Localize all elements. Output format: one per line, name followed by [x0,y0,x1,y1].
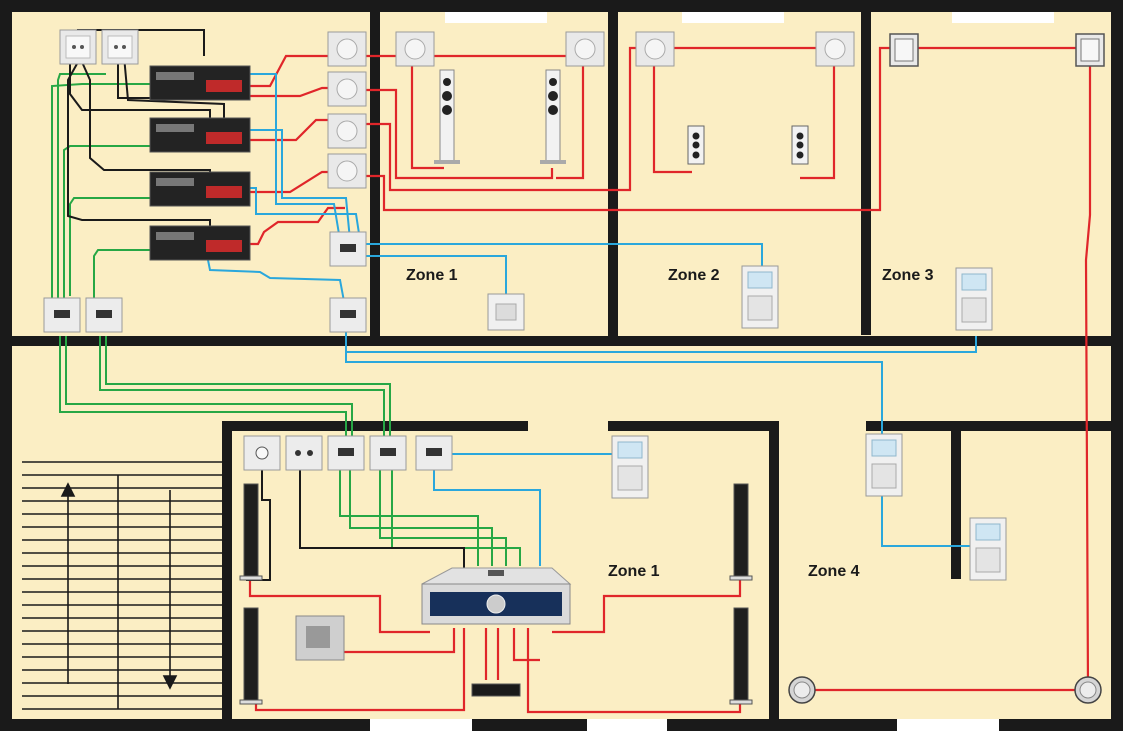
audio-amplifier-icon [149,171,251,207]
floor-speaker-icon [434,69,460,164]
floor-speaker-icon [729,483,753,581]
floor-speaker-icon [239,483,263,581]
wall [222,421,528,431]
audio-amplifier-icon [149,225,251,261]
wall [861,12,871,335]
window [445,12,547,23]
network-jack-icon [327,435,365,471]
speaker-cables [236,46,1092,714]
wall [608,421,779,431]
flush-speaker-icon [889,33,919,67]
network-jack-icon [85,297,123,333]
window [897,719,999,731]
wall [370,12,380,346]
windows [370,12,1054,731]
ceiling-speaker-icon [327,113,367,149]
soundbar-speaker-icon [471,683,521,697]
window [952,12,1054,23]
zone-label-zone-3: Zone 3 [882,267,934,284]
audio-amplifier-icon [149,117,251,153]
network-jack-icon [369,435,407,471]
staircase-icon [22,461,222,710]
zone-label-zone-2: Zone 2 [668,267,720,284]
control-keypad-icon [969,517,1007,581]
subwoofer-icon [295,615,345,661]
ceiling-speaker-icon [635,31,675,67]
network-jack-icon [329,231,367,267]
zone-label-zone-4: Zone 4 [808,563,860,580]
network-jack-icon [415,435,453,471]
network-jack-icon [329,297,367,333]
ceiling-speaker-icon [815,31,855,67]
power-outlet-icon [243,435,281,471]
network-jack-icon [285,435,323,471]
flush-speaker-icon [1075,33,1105,67]
ceiling-speaker-icon [327,31,367,67]
wall [769,421,779,719]
ceiling-speaker-icon [327,153,367,189]
floor-speaker-icon [540,69,566,164]
interior-walls [12,12,1111,719]
power-outlet-icon [101,29,139,65]
control-keypad-icon [741,265,779,329]
control-keypad-icon [611,435,649,499]
zone-label-lower-zone-1: Zone 1 [608,563,660,580]
zone-label-upper-zone-1: Zone 1 [406,267,458,284]
window [682,12,784,23]
wall [12,336,1111,346]
ceiling-speaker-icon [327,71,367,107]
power-outlet-icon [59,29,97,65]
window [587,719,667,731]
round-ceiling-speaker-icon [1074,676,1102,704]
floor-speaker-icon [239,607,263,705]
ceiling-speaker-icon [565,31,605,67]
floor-speaker-icon [729,607,753,705]
round-ceiling-speaker-icon [788,676,816,704]
wall [608,12,618,346]
audio-amplifier-icon [149,65,251,101]
control-keypad-icon [487,293,525,331]
bookshelf-speaker-icon [687,125,705,165]
av-receiver-icon [421,567,572,625]
network-jack-icon [43,297,81,333]
wall [951,421,961,579]
wall [866,421,1111,431]
control-cables [205,73,990,566]
control-keypad-icon [865,433,903,497]
window [370,719,472,731]
ceiling-speaker-icon [395,31,435,67]
control-keypad-icon [955,267,993,331]
wall [222,421,232,719]
bookshelf-speaker-icon [791,125,809,165]
